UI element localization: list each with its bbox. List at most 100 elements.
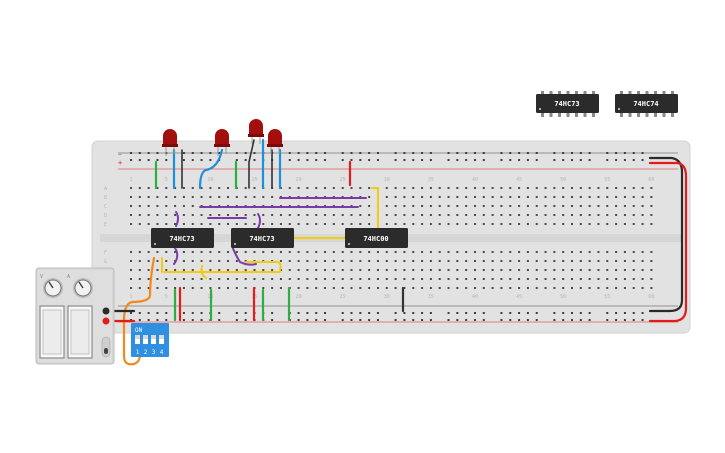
terminal-hole[interactable]	[324, 269, 327, 271]
terminal-hole[interactable]	[421, 205, 424, 207]
terminal-hole[interactable]	[650, 196, 653, 198]
rail-hole[interactable]	[553, 319, 556, 321]
terminal-hole[interactable]	[403, 260, 406, 262]
terminal-hole[interactable]	[412, 196, 415, 198]
terminal-hole[interactable]	[306, 287, 309, 289]
terminal-hole[interactable]	[130, 214, 132, 216]
terminal-hole[interactable]	[394, 196, 397, 198]
wire-orange[interactable]	[122, 256, 156, 366]
rail-hole[interactable]	[579, 152, 582, 154]
rail-hole[interactable]	[130, 159, 132, 161]
terminal-hole[interactable]	[465, 205, 468, 207]
rail-hole[interactable]	[562, 319, 565, 321]
terminal-hole[interactable]	[571, 205, 573, 207]
terminal-hole[interactable]	[394, 205, 397, 207]
terminal-hole[interactable]	[244, 287, 247, 289]
rail-hole[interactable]	[350, 152, 353, 154]
terminal-hole[interactable]	[606, 251, 609, 253]
terminal-hole[interactable]	[447, 205, 450, 207]
terminal-hole[interactable]	[562, 187, 565, 189]
terminal-hole[interactable]	[403, 269, 406, 271]
terminal-hole[interactable]	[394, 223, 397, 225]
terminal-hole[interactable]	[544, 260, 547, 262]
wire-yellow[interactable]	[200, 265, 207, 279]
terminal-hole[interactable]	[403, 205, 406, 207]
terminal-hole[interactable]	[641, 260, 644, 262]
rail-hole[interactable]	[200, 312, 203, 314]
terminal-hole[interactable]	[526, 251, 529, 253]
terminal-hole[interactable]	[597, 278, 600, 280]
rail-hole[interactable]	[588, 159, 591, 161]
terminal-hole[interactable]	[218, 260, 221, 262]
terminal-hole[interactable]	[147, 223, 150, 225]
terminal-hole[interactable]	[588, 251, 591, 253]
rail-hole[interactable]	[218, 152, 221, 154]
rail-hole[interactable]	[359, 319, 362, 321]
rail-hole[interactable]	[403, 159, 406, 161]
terminal-hole[interactable]	[447, 287, 450, 289]
rail-hole[interactable]	[244, 312, 247, 314]
terminal-hole[interactable]	[447, 278, 450, 280]
rail-hole[interactable]	[324, 152, 327, 154]
voltage-knob[interactable]	[43, 278, 63, 298]
terminal-hole[interactable]	[429, 214, 432, 216]
terminal-hole[interactable]	[579, 223, 582, 225]
terminal-hole[interactable]	[368, 287, 371, 289]
terminal-hole[interactable]	[579, 251, 582, 253]
rail-hole[interactable]	[641, 319, 644, 321]
rail-hole[interactable]	[447, 152, 450, 154]
terminal-hole[interactable]	[491, 196, 494, 198]
terminal-hole[interactable]	[385, 214, 388, 216]
rail-hole[interactable]	[456, 152, 459, 154]
terminal-hole[interactable]	[412, 269, 415, 271]
rail-hole[interactable]	[641, 152, 644, 154]
terminal-hole[interactable]	[324, 223, 327, 225]
rail-hole[interactable]	[447, 312, 450, 314]
rail-hole[interactable]	[341, 152, 344, 154]
rail-hole[interactable]	[350, 159, 353, 161]
rail-hole[interactable]	[315, 152, 318, 154]
terminal-hole[interactable]	[429, 287, 432, 289]
terminal-hole[interactable]	[623, 251, 626, 253]
terminal-hole[interactable]	[253, 223, 256, 225]
terminal-hole[interactable]	[473, 223, 476, 225]
rail-hole[interactable]	[465, 159, 468, 161]
terminal-hole[interactable]	[509, 187, 512, 189]
rail-hole[interactable]	[138, 319, 141, 321]
terminal-hole[interactable]	[456, 196, 459, 198]
terminal-hole[interactable]	[615, 196, 618, 198]
terminal-hole[interactable]	[412, 187, 415, 189]
terminal-hole[interactable]	[147, 278, 150, 280]
terminal-hole[interactable]	[571, 251, 573, 253]
rail-hole[interactable]	[509, 319, 512, 321]
terminal-hole[interactable]	[288, 187, 291, 189]
rail-hole[interactable]	[271, 312, 274, 314]
chip-74hc00[interactable]: 74HC00	[345, 228, 408, 248]
terminal-hole[interactable]	[191, 214, 194, 216]
rail-hole[interactable]	[156, 159, 159, 161]
terminal-hole[interactable]	[235, 287, 238, 289]
terminal-hole[interactable]	[271, 269, 274, 271]
terminal-hole[interactable]	[447, 223, 450, 225]
terminal-hole[interactable]	[526, 260, 529, 262]
terminal-hole[interactable]	[165, 205, 168, 207]
terminal-hole[interactable]	[482, 251, 485, 253]
rail-hole[interactable]	[306, 152, 309, 154]
terminal-hole[interactable]	[332, 187, 335, 189]
terminal-hole[interactable]	[130, 196, 132, 198]
rail-hole[interactable]	[518, 152, 521, 154]
terminal-hole[interactable]	[553, 205, 556, 207]
terminal-hole[interactable]	[429, 196, 432, 198]
terminal-hole[interactable]	[341, 287, 344, 289]
rail-hole[interactable]	[429, 312, 432, 314]
rail-hole[interactable]	[235, 319, 238, 321]
terminal-hole[interactable]	[482, 205, 485, 207]
rail-hole[interactable]	[297, 319, 300, 321]
rail-hole[interactable]	[403, 312, 406, 314]
terminal-hole[interactable]	[544, 251, 547, 253]
terminal-hole[interactable]	[615, 269, 618, 271]
terminal-hole[interactable]	[650, 278, 653, 280]
terminal-hole[interactable]	[403, 196, 406, 198]
terminal-hole[interactable]	[376, 278, 379, 280]
